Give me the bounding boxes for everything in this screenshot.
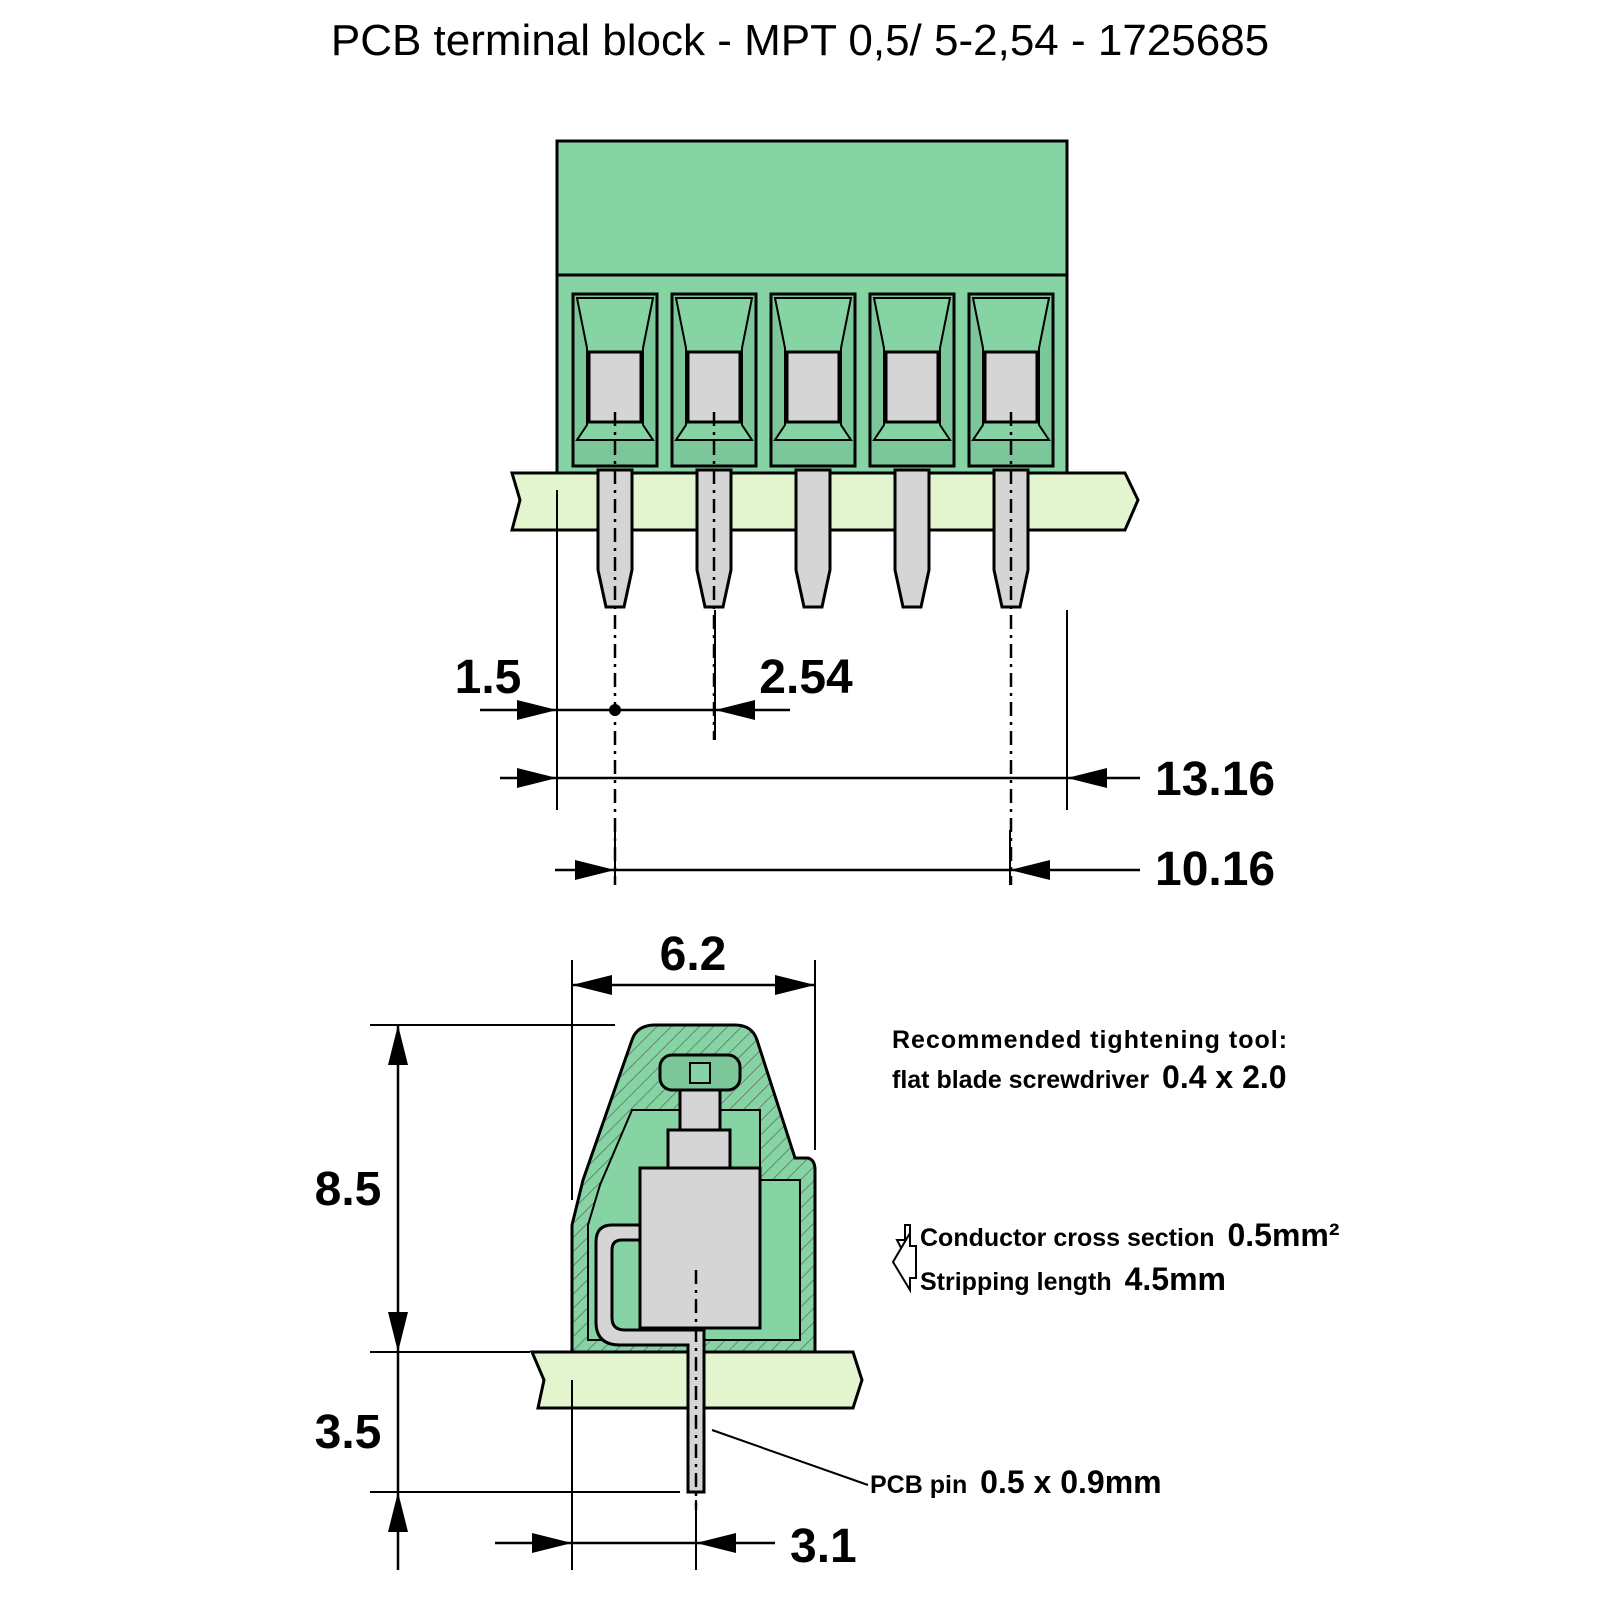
dim-pin-offset: 3.1	[790, 1520, 857, 1573]
clamp-opening-5	[967, 292, 1055, 468]
clamp-opening-2	[670, 292, 758, 468]
dim-pin-span: 10.16	[1155, 843, 1275, 896]
pcb-pin-4	[893, 468, 931, 609]
clamp-opening-1	[571, 292, 659, 468]
clamp-body	[638, 1166, 762, 1330]
note-conductor: Conductor cross section 0.5mm²	[920, 1217, 1340, 1253]
clamp-opening-3	[769, 292, 857, 468]
note-tool-line1: Recommended tightening tool:	[892, 1026, 1288, 1054]
front-view: 1.5 2.54 13.16 10.16	[455, 139, 1275, 896]
front-housing-top	[555, 139, 1069, 277]
dim-pitch: 2.54	[759, 651, 853, 704]
pcb-pin-3	[794, 468, 832, 609]
clamp-opening-4	[868, 292, 956, 468]
note-pcb-pin: PCB pin 0.5 x 0.9mm	[870, 1464, 1162, 1500]
note-tool-line2: flat blade screwdriver 0.4 x 2.0	[892, 1059, 1287, 1095]
dim-height: 8.5	[315, 1163, 382, 1216]
dim-pin-length: 3.5	[315, 1406, 382, 1459]
dim-total-length: 13.16	[1155, 753, 1275, 806]
dim-edge-offset: 1.5	[455, 651, 522, 704]
note-stripping: Stripping length 4.5mm	[920, 1261, 1226, 1297]
screw-shaft	[678, 1088, 722, 1132]
bent-contact	[594, 1223, 706, 1494]
side-view: 6.2 8.5 3.5 3.1	[315, 928, 917, 1573]
page-title: PCB terminal block - MPT 0,5/ 5-2,54 - 1…	[331, 16, 1269, 65]
dim-width: 6.2	[660, 928, 727, 981]
clamp-openings	[571, 292, 1055, 468]
